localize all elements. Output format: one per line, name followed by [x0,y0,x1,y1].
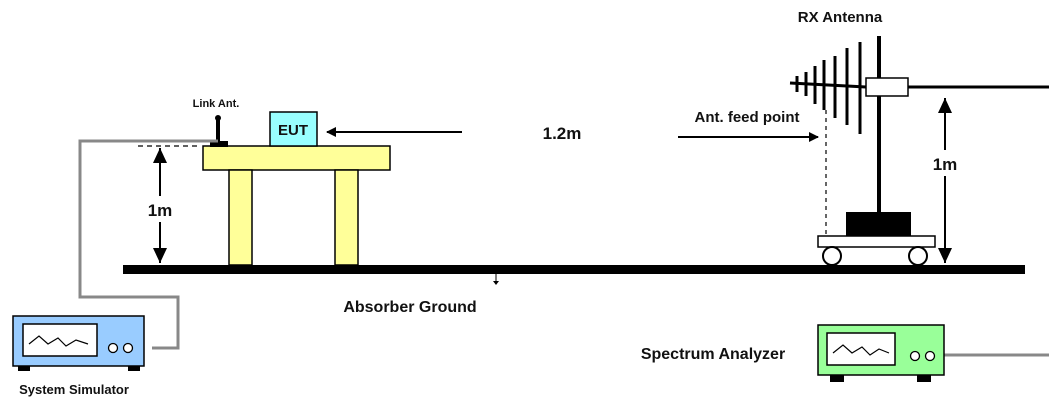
absorber-ground [123,265,1025,274]
distance-label: 1.2m [543,124,582,143]
system-simulator-label: System Simulator [19,382,129,397]
spectrum-analyzer-label: Spectrum Analyzer [641,346,785,363]
table-height-arrow-up [153,148,167,163]
ant-feed-point-label: Ant. feed point [695,109,800,126]
absorber-ground-label: Absorber Ground [343,299,476,316]
antenna-height-arrow-up [938,98,952,113]
table-height-label-bg [140,196,182,222]
ground-tick-arrow [493,281,499,285]
eut-label: EUT [278,122,308,139]
link-ant-label: Link Ant. [193,98,240,110]
system-simulator-cable [78,139,218,350]
antenna-height-label-bg [926,150,966,176]
antenna-height-arrow-down [938,248,952,263]
antenna-height-label: 1m [933,155,958,174]
table-height-arrow-down [153,248,167,263]
link-antenna [210,115,228,147]
antenna-cart [817,212,936,266]
eut-box [269,111,318,147]
spectrum-analyzer [817,324,945,382]
table-height-label: 1m [148,201,173,220]
table [202,145,391,266]
rx-antenna [789,36,1049,214]
rx-antenna-label: RX Antenna [798,9,883,26]
system-simulator [12,315,145,371]
